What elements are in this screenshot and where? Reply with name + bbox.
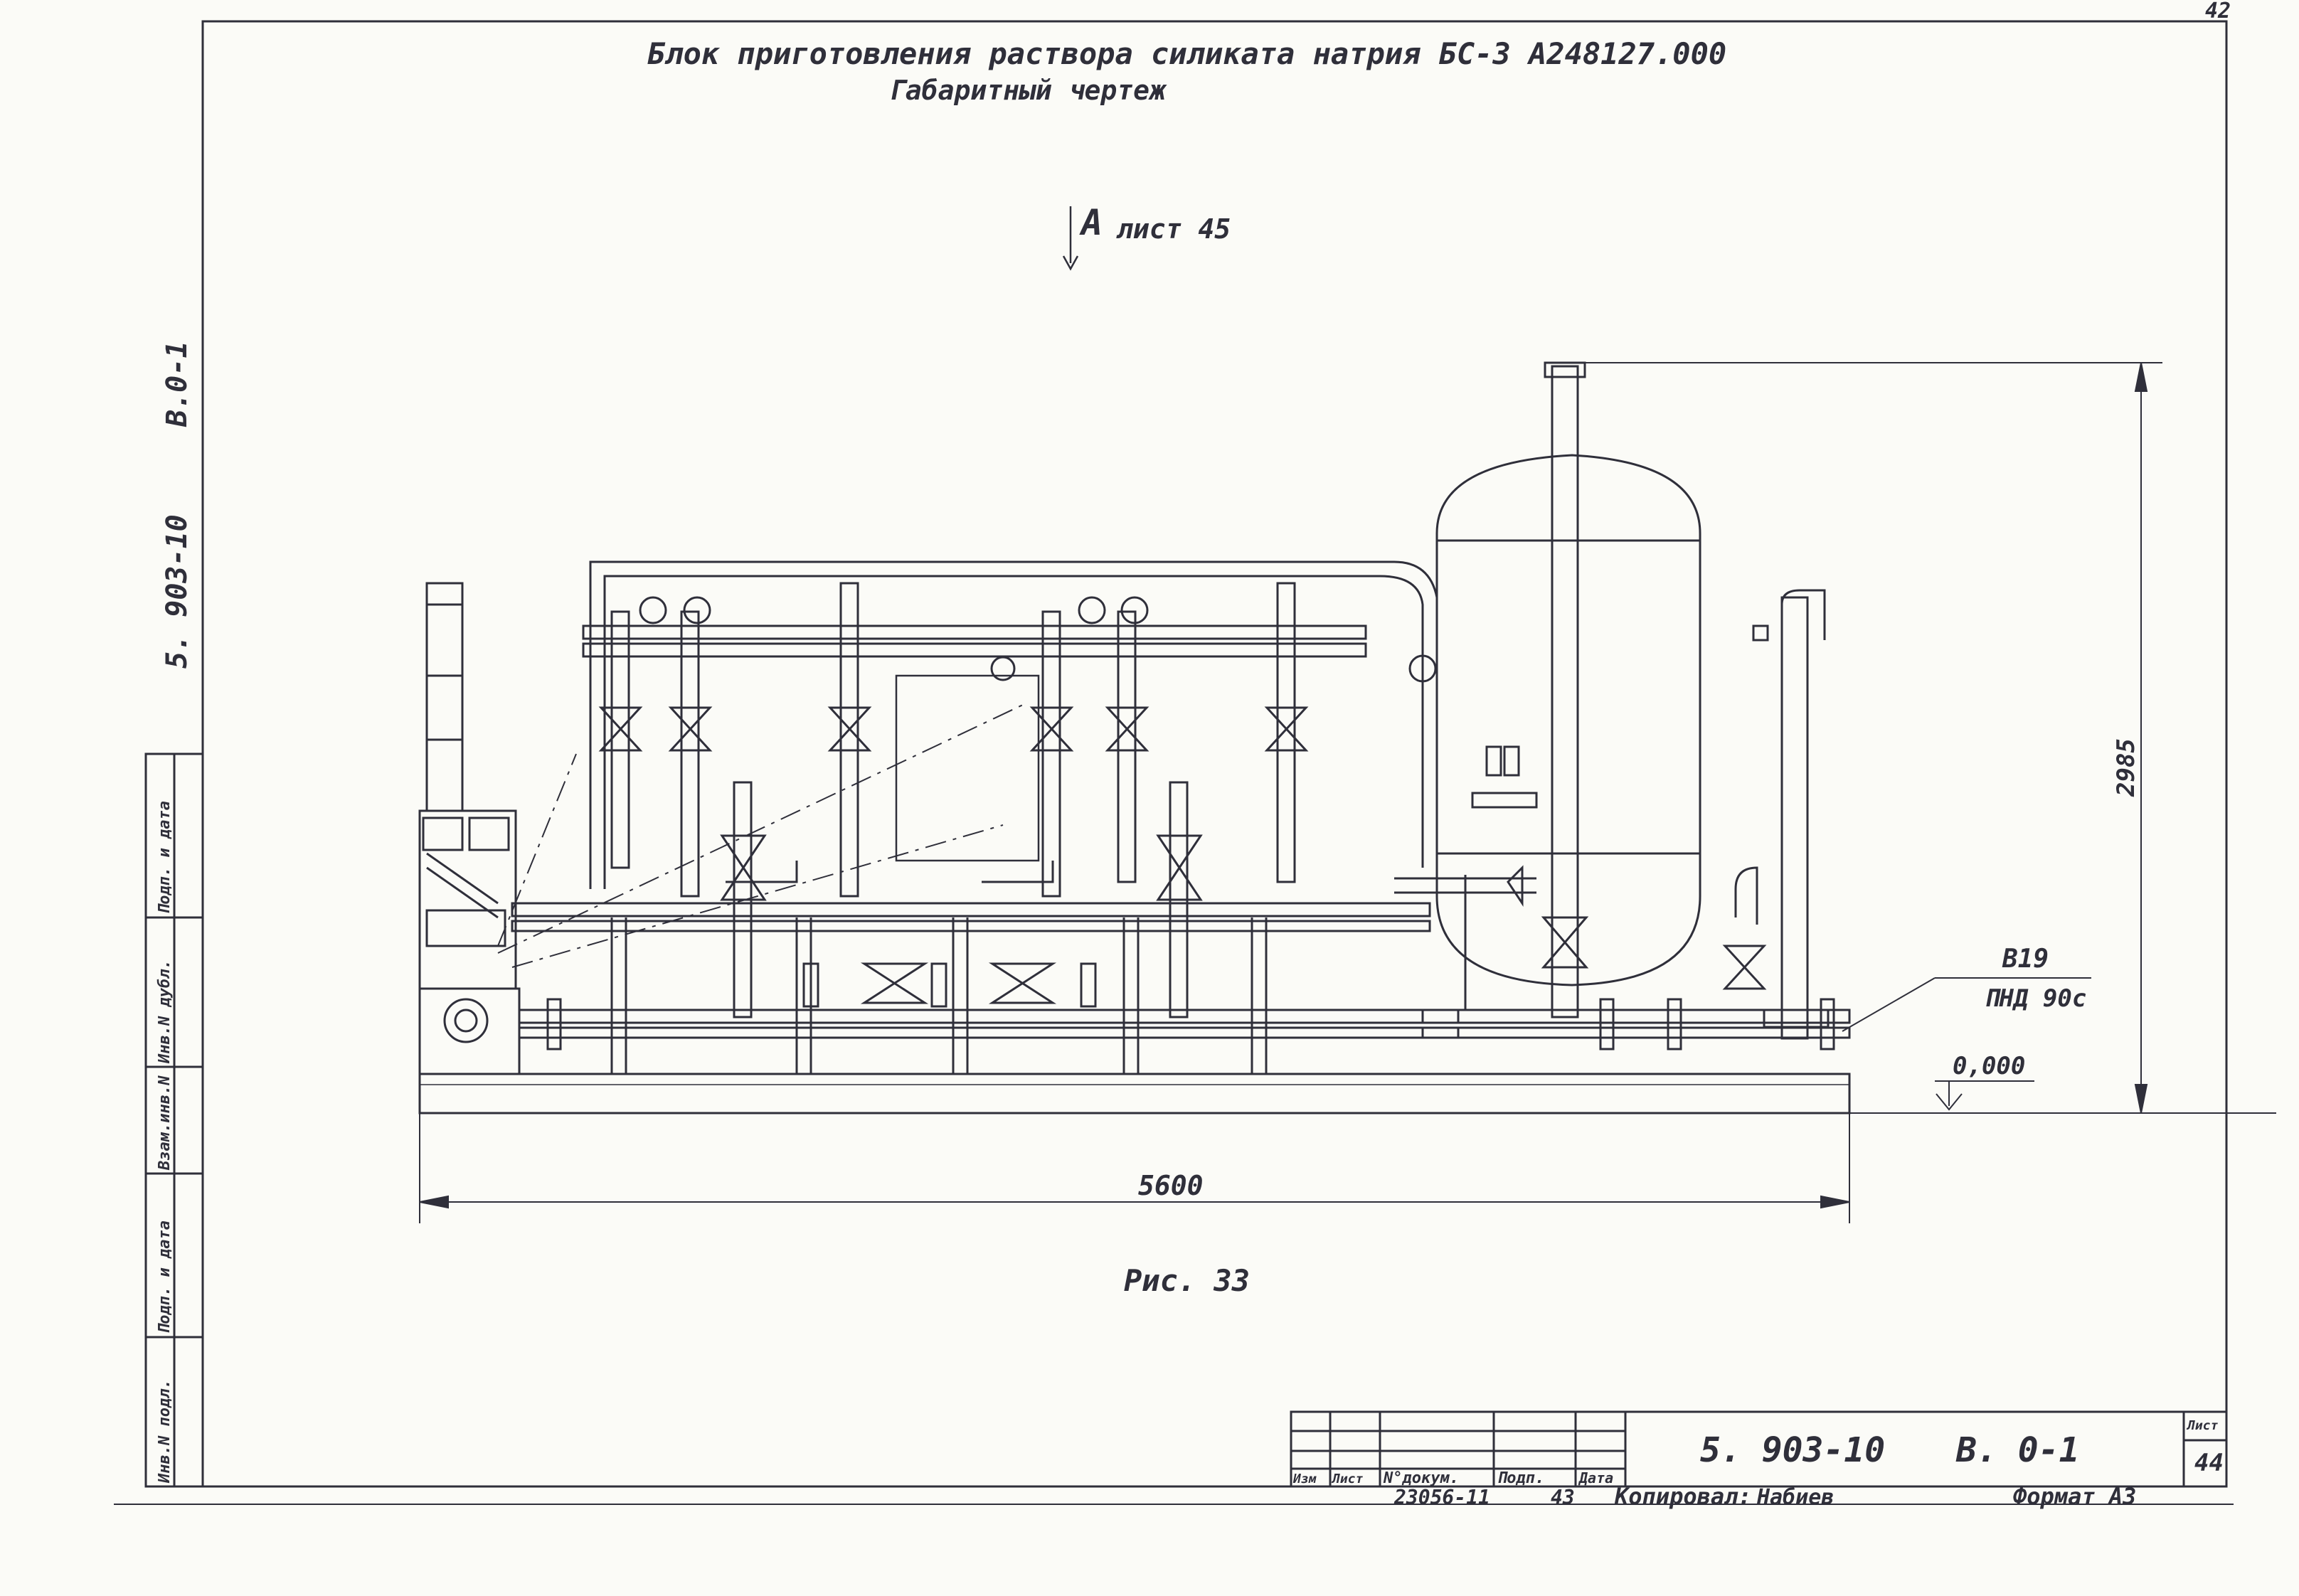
tb-col-podp: Подп. [1497, 1469, 1544, 1487]
dimension-width-label: 5600 [1138, 1170, 1204, 1201]
corner-sheet-number: 42 [2205, 0, 2231, 23]
view-arrow [1062, 206, 1079, 271]
footer-format: Формат А3 [2013, 1483, 2136, 1510]
tb-part: В. 0-1 [1955, 1430, 2079, 1470]
title-block [1290, 1410, 2228, 1488]
tb-sheet-number: 44 [2194, 1449, 2224, 1477]
view-marker-ref: лист 45 [1116, 213, 1231, 245]
tb-col-izm: Изм [1292, 1472, 1317, 1486]
side-box-5: Подп. и дата [156, 801, 174, 914]
pump-motor [418, 582, 521, 1075]
dimension-5600 [419, 1113, 1850, 1223]
tb-sheet-label: Лист [2186, 1418, 2219, 1433]
lower-pipework [511, 902, 1460, 1074]
tb-col-date: Дата [1578, 1469, 1613, 1486]
handwheels [639, 596, 1437, 683]
riser-group [610, 582, 1296, 1018]
side-box-3: Взам.инв.N [156, 1075, 174, 1171]
valve-symbols [598, 706, 1767, 1004]
equipment-base [418, 1073, 1851, 1114]
side-box-1: Инв.N подл. [156, 1379, 174, 1484]
tb-code: 5. 903-10 [1700, 1430, 1885, 1470]
level-mark [1935, 1080, 2034, 1111]
dimension-2985 [1572, 362, 2276, 1114]
level-label: 0,000 [1953, 1052, 2025, 1080]
footer-copier-signature: Набиев [1756, 1485, 1834, 1510]
drawing-title: Блок приготовления раствора силиката нат… [647, 36, 1726, 71]
tank-vessel [1394, 361, 1701, 1018]
outlet-pipe [1421, 998, 1851, 1050]
side-doc-code: 5. 903-10 [161, 514, 193, 669]
callout-label-1: В19 [2002, 945, 2049, 974]
view-marker-letter: А [1079, 202, 1103, 243]
footer-order-no: 43 [1551, 1486, 1575, 1509]
top-manifold [582, 560, 1438, 889]
side-box-4: Инв.N дубл. [156, 959, 174, 1064]
tb-col-doc: N°докум. [1383, 1469, 1459, 1487]
side-box-2: Подп. и дата [156, 1220, 174, 1334]
footer-copied: Копировал: [1614, 1483, 1752, 1510]
dash-dot-lines [497, 703, 1025, 968]
tb-col-list: Лист [1331, 1472, 1364, 1486]
side-doc-part: В.0-1 [161, 341, 193, 427]
figure-caption: Рис. 33 [1124, 1263, 1250, 1298]
dimension-height-label: 2985 [2112, 738, 2140, 797]
footer-order: 23056-11 [1393, 1486, 1490, 1509]
drawing-subtitle: Габаритный чертеж [889, 75, 1167, 106]
callout-leader [1842, 977, 1936, 1032]
callout-label-2: ПНД 90с [1985, 984, 2086, 1013]
